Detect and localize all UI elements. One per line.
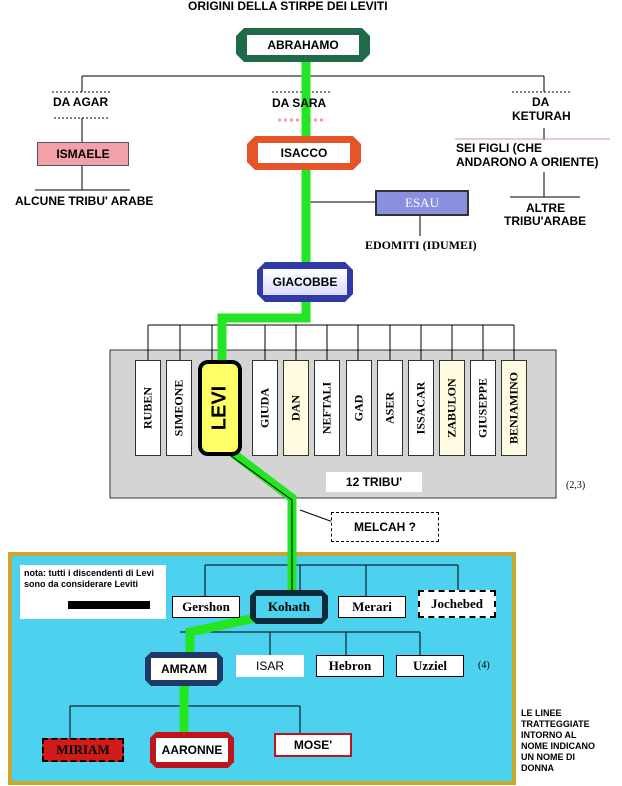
person-miriam: MIRIAM: [42, 738, 124, 762]
branch-sara: DA SARA: [272, 96, 327, 110]
legend-line-1: LE LINEE: [521, 708, 562, 718]
other-arab-line2: TRIBU'ARABE: [504, 214, 587, 228]
person-esau: ESAU: [375, 190, 469, 216]
other-arab-line1: ALTRE: [526, 201, 566, 215]
person-jochebed: Jochebed: [418, 590, 496, 618]
isacco-label: ISACCO: [258, 143, 350, 163]
giacobbe-label: GIACOBBE: [263, 269, 347, 295]
person-uzziel: Uzziel: [396, 655, 464, 677]
tribe-beniamino: BENIAMINO: [501, 360, 527, 456]
note-black-bar: [68, 601, 150, 609]
tribe-giuda: GIUDA: [252, 360, 278, 456]
person-amram: AMRAM: [145, 652, 223, 686]
person-aaronne: AARONNE: [150, 732, 234, 768]
six-sons-line2: ANDARONO A ORIENTE): [456, 155, 599, 169]
legend-line-3: INTORNO AL: [521, 730, 577, 740]
reference-4: (4): [478, 660, 490, 671]
tribe-levi: LEVI: [198, 360, 242, 456]
person-isacco: ISACCO: [247, 136, 361, 170]
arab-tribes-label: ALCUNE TRIBU' ARABE: [15, 194, 154, 208]
branch-agar: DA AGAR: [53, 95, 109, 109]
branch-keturah-line2: KETURAH: [512, 109, 571, 123]
person-melcah: MELCAH ?: [331, 512, 439, 542]
tribe-simeone: SIMEONE: [166, 360, 192, 456]
legend-line-6: DONNA: [521, 763, 554, 773]
tribe-issacar: ISSACAR: [408, 360, 434, 456]
tribe-ruben: RUBEN: [135, 360, 161, 456]
kohath-label: Kohath: [256, 596, 322, 618]
legend-line-4: NOME INDICANO: [521, 741, 595, 751]
legend-line-5: UN NOME DI: [521, 752, 575, 762]
reference-2-3: (2,3): [566, 480, 586, 491]
edomites-label: EDOMITI (IDUMEI): [365, 238, 477, 252]
tribe-aser: ASER: [377, 360, 403, 456]
tribe-gad: GAD: [346, 360, 372, 456]
note-text: nota: tutti i discendenti di Levi sono d…: [24, 568, 155, 589]
tribe-giuseppe: GIUSEPPE: [470, 360, 496, 456]
tribe-dan: DAN: [283, 360, 309, 456]
note-panel: nota: tutti i discendenti di Levi sono d…: [20, 565, 166, 619]
branch-keturah-line1: DA: [532, 95, 550, 109]
aaronne-label: AARONNE: [156, 738, 228, 762]
person-kohath: Kohath: [250, 590, 328, 624]
six-sons-line1: SEI FIGLI (CHE: [456, 141, 543, 155]
tribe-zabulon: ZABULON: [439, 360, 465, 456]
legend-line-2: TRATTEGGIATE: [521, 719, 590, 729]
tribe-neftali: NEFTALI: [314, 360, 340, 456]
abrahamo-label: ABRAHAMO: [247, 35, 359, 55]
person-gershon: Gershon: [172, 596, 240, 618]
amram-label: AMRAM: [151, 658, 217, 680]
page-title: ORIGINI DELLA STIRPE DEI LEVITI: [188, 0, 388, 13]
person-isar: ISAR: [236, 655, 304, 677]
person-merari: Merari: [338, 596, 406, 618]
person-giacobbe: GIACOBBE: [257, 262, 353, 302]
twelve-tribes-label: 12 TRIBU': [326, 472, 422, 492]
person-abrahamo: ABRAHAMO: [236, 28, 370, 62]
person-ismaele: ISMAELE: [37, 142, 129, 166]
person-hebron: Hebron: [316, 655, 384, 677]
person-mose: MOSE': [274, 733, 352, 757]
